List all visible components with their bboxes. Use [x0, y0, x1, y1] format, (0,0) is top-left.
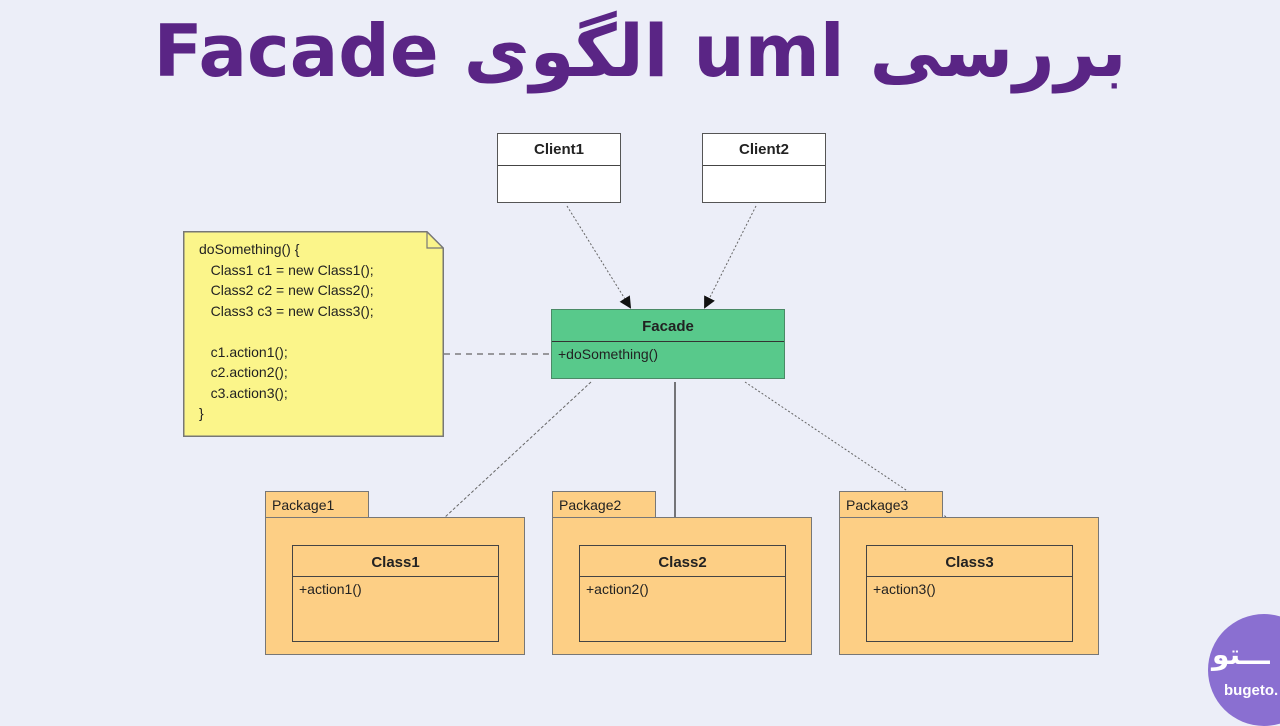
facade-to-class1-arrow — [415, 381, 592, 545]
badge-persian-text: ـــتو — [1212, 638, 1270, 671]
package1-tab: Package1 — [265, 491, 369, 519]
client2-to-facade-arrow — [704, 205, 757, 309]
class3[interactable]: Class3 +action3() — [866, 545, 1073, 642]
package3-tab: Package3 — [839, 491, 943, 519]
class1-method: +action1() — [299, 581, 362, 597]
bugeto-logo-badge: ـــتو bugeto. — [1208, 614, 1280, 726]
facade-method: +doSomething() — [558, 346, 659, 362]
class3-name: Class3 — [867, 546, 1072, 577]
facade-class[interactable]: Facade +doSomething() — [551, 309, 785, 379]
class2-method: +action2() — [586, 581, 649, 597]
note-code: doSomething() { Class1 c1 = new Class1()… — [199, 241, 374, 421]
facade-name: Facade — [552, 310, 784, 342]
client1-name: Client1 — [498, 134, 620, 166]
package3[interactable]: Class3 +action3() — [839, 517, 1099, 655]
package2-tab: Package2 — [552, 491, 656, 519]
class1[interactable]: Class1 +action1() — [292, 545, 499, 642]
client2-name: Client2 — [703, 134, 825, 166]
client1-to-facade-arrow — [566, 205, 632, 309]
package2[interactable]: Class2 +action2() — [552, 517, 812, 655]
class2-name: Class2 — [580, 546, 785, 577]
class3-method: +action3() — [873, 581, 936, 597]
code-note[interactable]: doSomething() { Class1 c1 = new Class1()… — [183, 231, 444, 437]
client1-class[interactable]: Client1 — [497, 133, 621, 203]
page-title: بررسی uml الگوی Facade — [153, 9, 1127, 93]
badge-site-text: bugeto. — [1224, 682, 1279, 699]
client2-class[interactable]: Client2 — [702, 133, 826, 203]
class1-name: Class1 — [293, 546, 498, 577]
facade-to-class3-arrow — [744, 381, 987, 545]
package1[interactable]: Class1 +action1() — [265, 517, 525, 655]
note-shape — [183, 231, 444, 437]
class2[interactable]: Class2 +action2() — [579, 545, 786, 642]
